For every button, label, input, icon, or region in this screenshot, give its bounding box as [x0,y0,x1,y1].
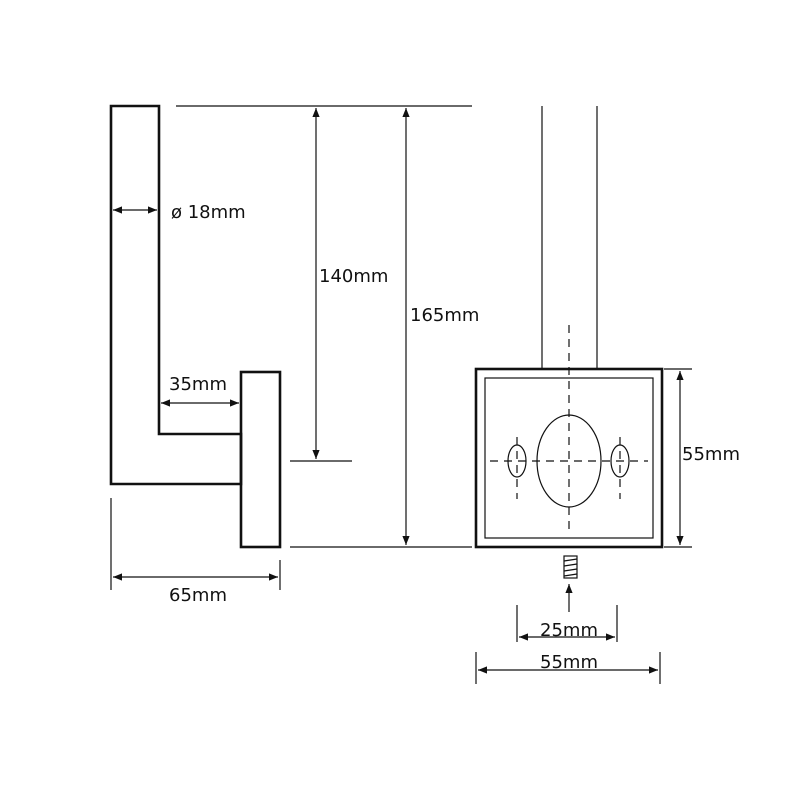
depth-label: 65mm [169,585,227,606]
plate-height-label: 55mm [682,444,740,465]
right-screw-hole [610,444,630,478]
holder-profile [109,104,243,486]
front-base-plate-inner [484,377,654,539]
left-screw-hole [507,444,527,478]
diameter-label: ø 18mm [171,202,246,223]
hole-spacing-label: 25mm [540,620,598,641]
grub-screw-icon [563,555,578,579]
total-height-label: 165mm [410,305,479,326]
side-view: ø 18mm 35mm 65mm 140mm 165mm [109,104,479,606]
front-view: 55mm 25mm 55mm [474,106,740,684]
inner-height-label: 140mm [319,266,388,287]
side-base-plate [239,370,282,549]
arm-length-label: 35mm [169,374,227,395]
plate-width-label: 55mm [540,652,598,673]
center-hole [536,414,602,508]
